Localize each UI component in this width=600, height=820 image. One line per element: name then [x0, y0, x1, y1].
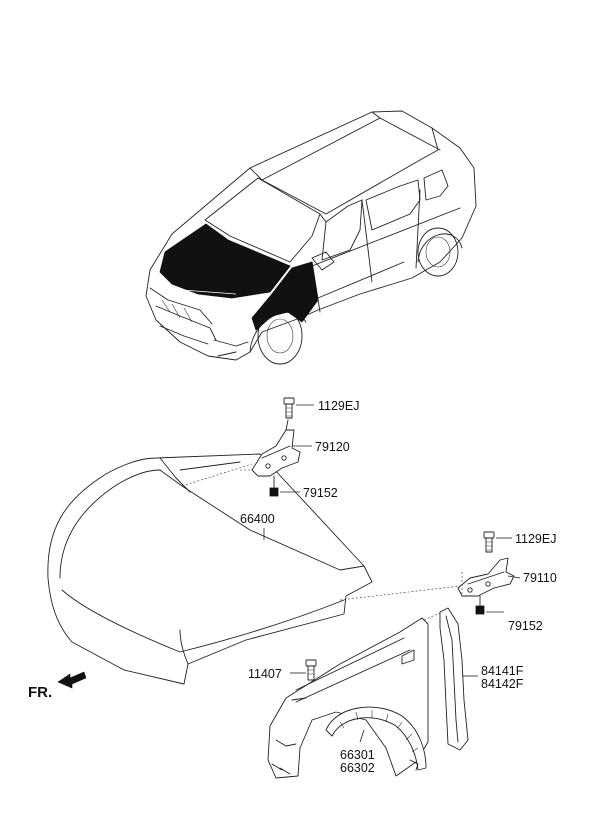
- vehicle-illustration: [145, 110, 477, 365]
- callout-hinge-right: 79110: [523, 571, 557, 585]
- callout-bolt-top: 1129EJ: [318, 399, 359, 413]
- callout-hood: 66400: [240, 512, 275, 526]
- leader-lines: [263, 404, 521, 743]
- callout-nut-left: 79152: [303, 486, 338, 500]
- callout-hinge-left: 79120: [315, 440, 350, 454]
- wheel-liner: [325, 706, 427, 771]
- fender-seal-strip: [439, 607, 469, 751]
- front-arrow-icon: [57, 671, 87, 689]
- callout-bolt-right: 1129EJ: [515, 532, 556, 546]
- callout-seal-2: 84142F: [481, 677, 524, 691]
- callout-seal-1: 84141F: [481, 664, 524, 678]
- callout-nut-right: 79152: [508, 619, 543, 633]
- nut-79152-left: [269, 475, 279, 497]
- hinge-79120: [251, 419, 301, 477]
- highlighted-fender: [251, 261, 319, 331]
- front-label: FR.: [28, 684, 52, 701]
- highlighted-hood: [159, 223, 291, 299]
- hinge-79110: [457, 557, 515, 597]
- front-direction-indicator: FR.: [28, 671, 87, 701]
- bolt-1129ej-top: [283, 397, 295, 419]
- fender-panel: [267, 617, 429, 779]
- callout-fender-bolt: 11407: [248, 667, 282, 681]
- bolt-1129ej-right: [483, 531, 495, 553]
- callout-liner-2: 66302: [340, 761, 375, 775]
- nut-79152-right: [475, 595, 485, 615]
- callout-liner-1: 66301: [340, 748, 375, 762]
- hood-panel: [47, 453, 373, 685]
- bolt-11407: [305, 659, 317, 681]
